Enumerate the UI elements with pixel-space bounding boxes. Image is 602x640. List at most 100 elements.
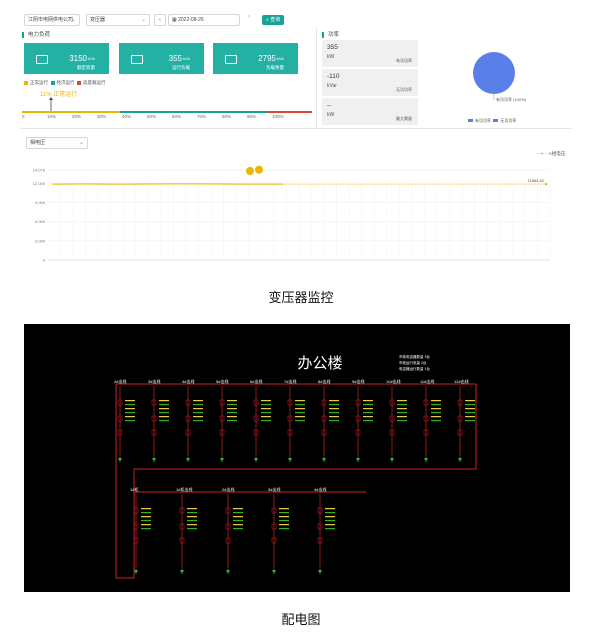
switch-symbol <box>355 429 361 436</box>
power-unit: kW <box>327 112 335 118</box>
reading-text-line <box>431 408 441 410</box>
pointer-arrow-icon <box>49 97 53 100</box>
card-unit: kVA <box>87 56 95 61</box>
feeder-label: 11#出线 <box>420 378 434 384</box>
image-icon <box>131 55 143 64</box>
load-arrow-icon <box>458 458 462 462</box>
legend-line-marker: —●— <box>536 151 549 156</box>
reading-text-line <box>363 400 373 402</box>
reading-text-line <box>187 508 197 510</box>
reading-text-line <box>465 420 475 422</box>
feeder-label: 10#出线 <box>386 378 401 384</box>
load-legend: 正常运行 经济运行 高度载运行 <box>24 80 106 86</box>
next-date-button[interactable]: › <box>243 14 255 20</box>
pie-slice-active <box>473 52 515 94</box>
reading-text-line <box>125 408 135 410</box>
reading-text-line <box>159 420 169 422</box>
diagram-note: 电容器运行数量 1台 <box>399 366 430 371</box>
y-tick-label: 3,000 <box>35 238 46 243</box>
reading-text-line <box>325 520 335 522</box>
reading-text-line <box>227 404 237 406</box>
power-pie-chart <box>473 52 515 100</box>
section-divider <box>316 28 317 128</box>
device-select[interactable]: 变压器⌄ <box>86 14 150 26</box>
gauge-tick-label: 90% <box>247 114 257 119</box>
reading-text-line <box>465 404 475 406</box>
card-label: 运行负载 <box>172 65 190 70</box>
reading-text-line <box>329 420 339 422</box>
metric-select[interactable]: 相电压⌄ <box>26 137 88 149</box>
switch-symbol <box>317 507 323 514</box>
reading-text-line <box>329 416 339 418</box>
reading-text-line <box>363 404 373 406</box>
load-arrow-icon <box>356 458 360 462</box>
reading-text-line <box>233 516 243 518</box>
pie-slice-label: 有功功率 (100%) <box>496 97 527 102</box>
diagram-title: 办公楼 <box>297 355 342 372</box>
switch-symbol <box>271 523 277 530</box>
reading-text-line <box>193 400 203 402</box>
project-select[interactable]: 江阴市电网供电公司⌄ <box>24 14 80 26</box>
reading-text-line <box>261 404 271 406</box>
legend-label: 经济运行 <box>56 80 75 85</box>
reading-text-line <box>227 420 237 422</box>
reading-text-line <box>187 520 197 522</box>
load-arrow-icon <box>152 458 156 462</box>
reading-text-line <box>141 516 151 518</box>
switch-symbol <box>253 415 259 422</box>
reading-text-line <box>125 400 135 402</box>
reading-text-line <box>295 400 305 402</box>
caption-distribution-diagram: 配电图 <box>281 612 321 627</box>
feeder-label: 4#出线 <box>182 378 194 384</box>
max-demand-box: -- kW 最大需量 <box>322 98 418 125</box>
switch-symbol <box>317 537 323 544</box>
card-unit: kVA <box>276 56 284 61</box>
load-margin-card: 2795 kVA 负载余量 <box>213 43 298 74</box>
power-section-title: 功率 <box>322 32 339 38</box>
reading-text-line <box>187 528 197 530</box>
gauge-tick-label: 40% <box>122 114 132 119</box>
gauge-tick-label: 30% <box>97 114 107 119</box>
switch-symbol <box>185 399 191 406</box>
distribution-diagram: 办公楼 市政电容器数量 3台 市政运行电量 2台 电容器运行数量 1台 2#出线… <box>24 324 570 592</box>
date-input[interactable]: ▦ 2022-08-26 <box>168 14 240 26</box>
reading-text-line <box>329 400 339 402</box>
reading-text-line <box>465 416 475 418</box>
load-arrow-icon <box>424 458 428 462</box>
power-label: 最大需量 <box>396 116 412 121</box>
card-label: 负载余量 <box>266 65 284 70</box>
feeder-label: 9#出线 <box>352 378 364 384</box>
reading-text-line <box>279 512 289 514</box>
trend-legend: —●— A相电压 <box>536 151 565 157</box>
y-tick-label: 0 <box>43 258 46 263</box>
reading-text-line <box>227 408 237 410</box>
reading-text-line <box>325 516 335 518</box>
switch-symbol <box>355 399 361 406</box>
reading-text-line <box>397 400 407 402</box>
reading-text-line <box>329 408 339 410</box>
gauge-tick-label: 60% <box>172 114 182 119</box>
prev-date-button[interactable]: ‹ <box>154 14 166 26</box>
load-arrow-icon <box>226 570 230 574</box>
load-arrow-icon <box>118 458 122 462</box>
query-button[interactable]: ⌕ 查询 <box>262 15 285 25</box>
y-tick-label: 9,000 <box>35 200 46 205</box>
switch-symbol <box>389 415 395 422</box>
switch-symbol <box>457 415 463 422</box>
reading-text-line <box>141 520 151 522</box>
switch-symbol <box>219 415 225 422</box>
switch-symbol <box>271 537 277 544</box>
running-load-card: 355 kVA 运行负载 <box>119 43 204 74</box>
diagram-background <box>24 324 570 592</box>
switch-symbol <box>389 399 395 406</box>
reading-text-line <box>141 508 151 510</box>
reading-text-line <box>193 420 203 422</box>
switch-symbol <box>321 399 327 406</box>
feeder-label: 6#出线 <box>250 378 262 384</box>
reading-text-line <box>397 420 407 422</box>
image-icon <box>225 55 237 64</box>
card-unit: kVA <box>182 56 190 61</box>
reading-text-line <box>295 412 305 414</box>
